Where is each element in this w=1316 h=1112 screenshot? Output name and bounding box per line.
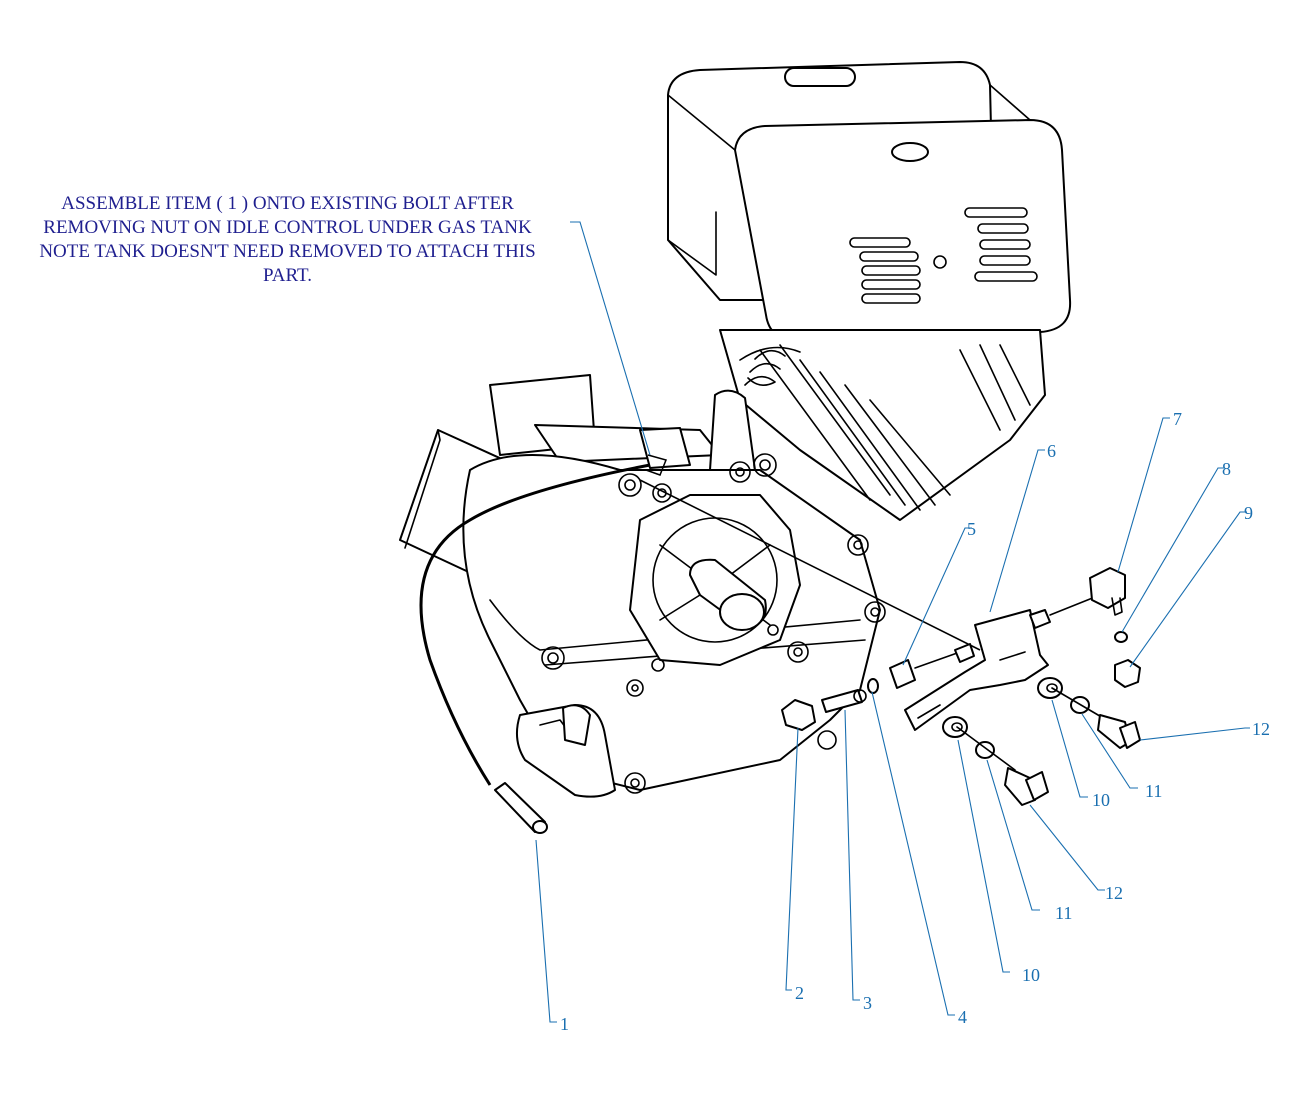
callout-9: 9 xyxy=(1244,503,1253,523)
callout-6: 6 xyxy=(1047,441,1056,461)
bracket-assembly xyxy=(781,567,1141,806)
callout-5: 5 xyxy=(967,519,976,539)
note-line-3: NOTE TANK DOESN'T NEED REMOVED TO ATTACH… xyxy=(39,241,536,262)
vent-slots-right xyxy=(964,207,1038,282)
part-9-nut xyxy=(1114,659,1141,688)
note-line-2: REMOVING NUT ON IDLE CONTROL UNDER GAS T… xyxy=(43,217,532,238)
vent-slots-left xyxy=(849,237,921,304)
part-2-nut xyxy=(781,699,816,731)
callout-1: 1 xyxy=(560,1014,569,1034)
callout-11b: 11 xyxy=(1055,903,1072,923)
callout-8: 8 xyxy=(1222,459,1231,479)
upper-blower-housing xyxy=(489,374,756,479)
crankcase-bolts xyxy=(541,453,886,794)
callout-12a: 12 xyxy=(1252,719,1270,739)
part-11-lockwasher-b xyxy=(975,741,995,759)
part-8-ferrule xyxy=(1114,631,1128,643)
part-7-fitting xyxy=(1089,567,1126,609)
throttle-cable xyxy=(419,454,981,834)
part-10-washer-a xyxy=(1037,677,1063,699)
callout-11a: 11 xyxy=(1145,781,1162,801)
part-12-bolt-b xyxy=(1004,767,1036,806)
part-10-washer-b xyxy=(942,716,968,738)
callout-10b: 10 xyxy=(1022,965,1040,985)
callout-10a: 10 xyxy=(1092,790,1110,810)
callout-3: 3 xyxy=(863,993,872,1013)
callout-2: 2 xyxy=(795,983,804,1003)
part-5-standoff xyxy=(889,659,916,689)
crankcase xyxy=(462,453,886,798)
part-6-bracket xyxy=(904,609,1049,731)
callout-7: 7 xyxy=(1173,409,1182,429)
note-line-1: ASSEMBLE ITEM ( 1 ) ONTO EXISTING BOLT A… xyxy=(61,193,514,214)
callout-4: 4 xyxy=(958,1007,967,1027)
leader-lines xyxy=(535,221,1250,1023)
cylinder-fins xyxy=(719,329,1046,521)
part-4-washer xyxy=(867,678,879,694)
note-line-4: PART. xyxy=(262,265,313,286)
callout-labels: 1 2 3 4 5 6 7 8 9 10 11 12 10 11 12 xyxy=(560,409,1270,1034)
assembly-note: ASSEMBLE ITEM ( 1 ) ONTO EXISTING BOLT A… xyxy=(10,192,565,288)
callout-12b: 12 xyxy=(1105,883,1123,903)
